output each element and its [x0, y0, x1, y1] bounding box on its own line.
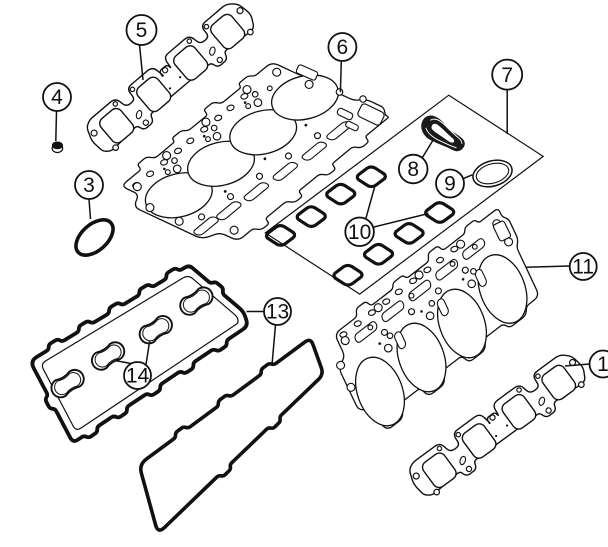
- svg-text:9: 9: [444, 173, 456, 196]
- svg-text:14: 14: [126, 365, 150, 388]
- svg-text:1: 1: [597, 353, 608, 376]
- svg-text:3: 3: [83, 174, 95, 197]
- svg-text:4: 4: [51, 86, 63, 109]
- svg-text:13: 13: [266, 301, 289, 324]
- svg-text:5: 5: [136, 19, 148, 42]
- svg-text:6: 6: [337, 36, 349, 59]
- svg-text:8: 8: [407, 158, 419, 181]
- svg-text:10: 10: [348, 221, 371, 244]
- svg-text:11: 11: [572, 256, 594, 279]
- svg-text:7: 7: [501, 64, 513, 87]
